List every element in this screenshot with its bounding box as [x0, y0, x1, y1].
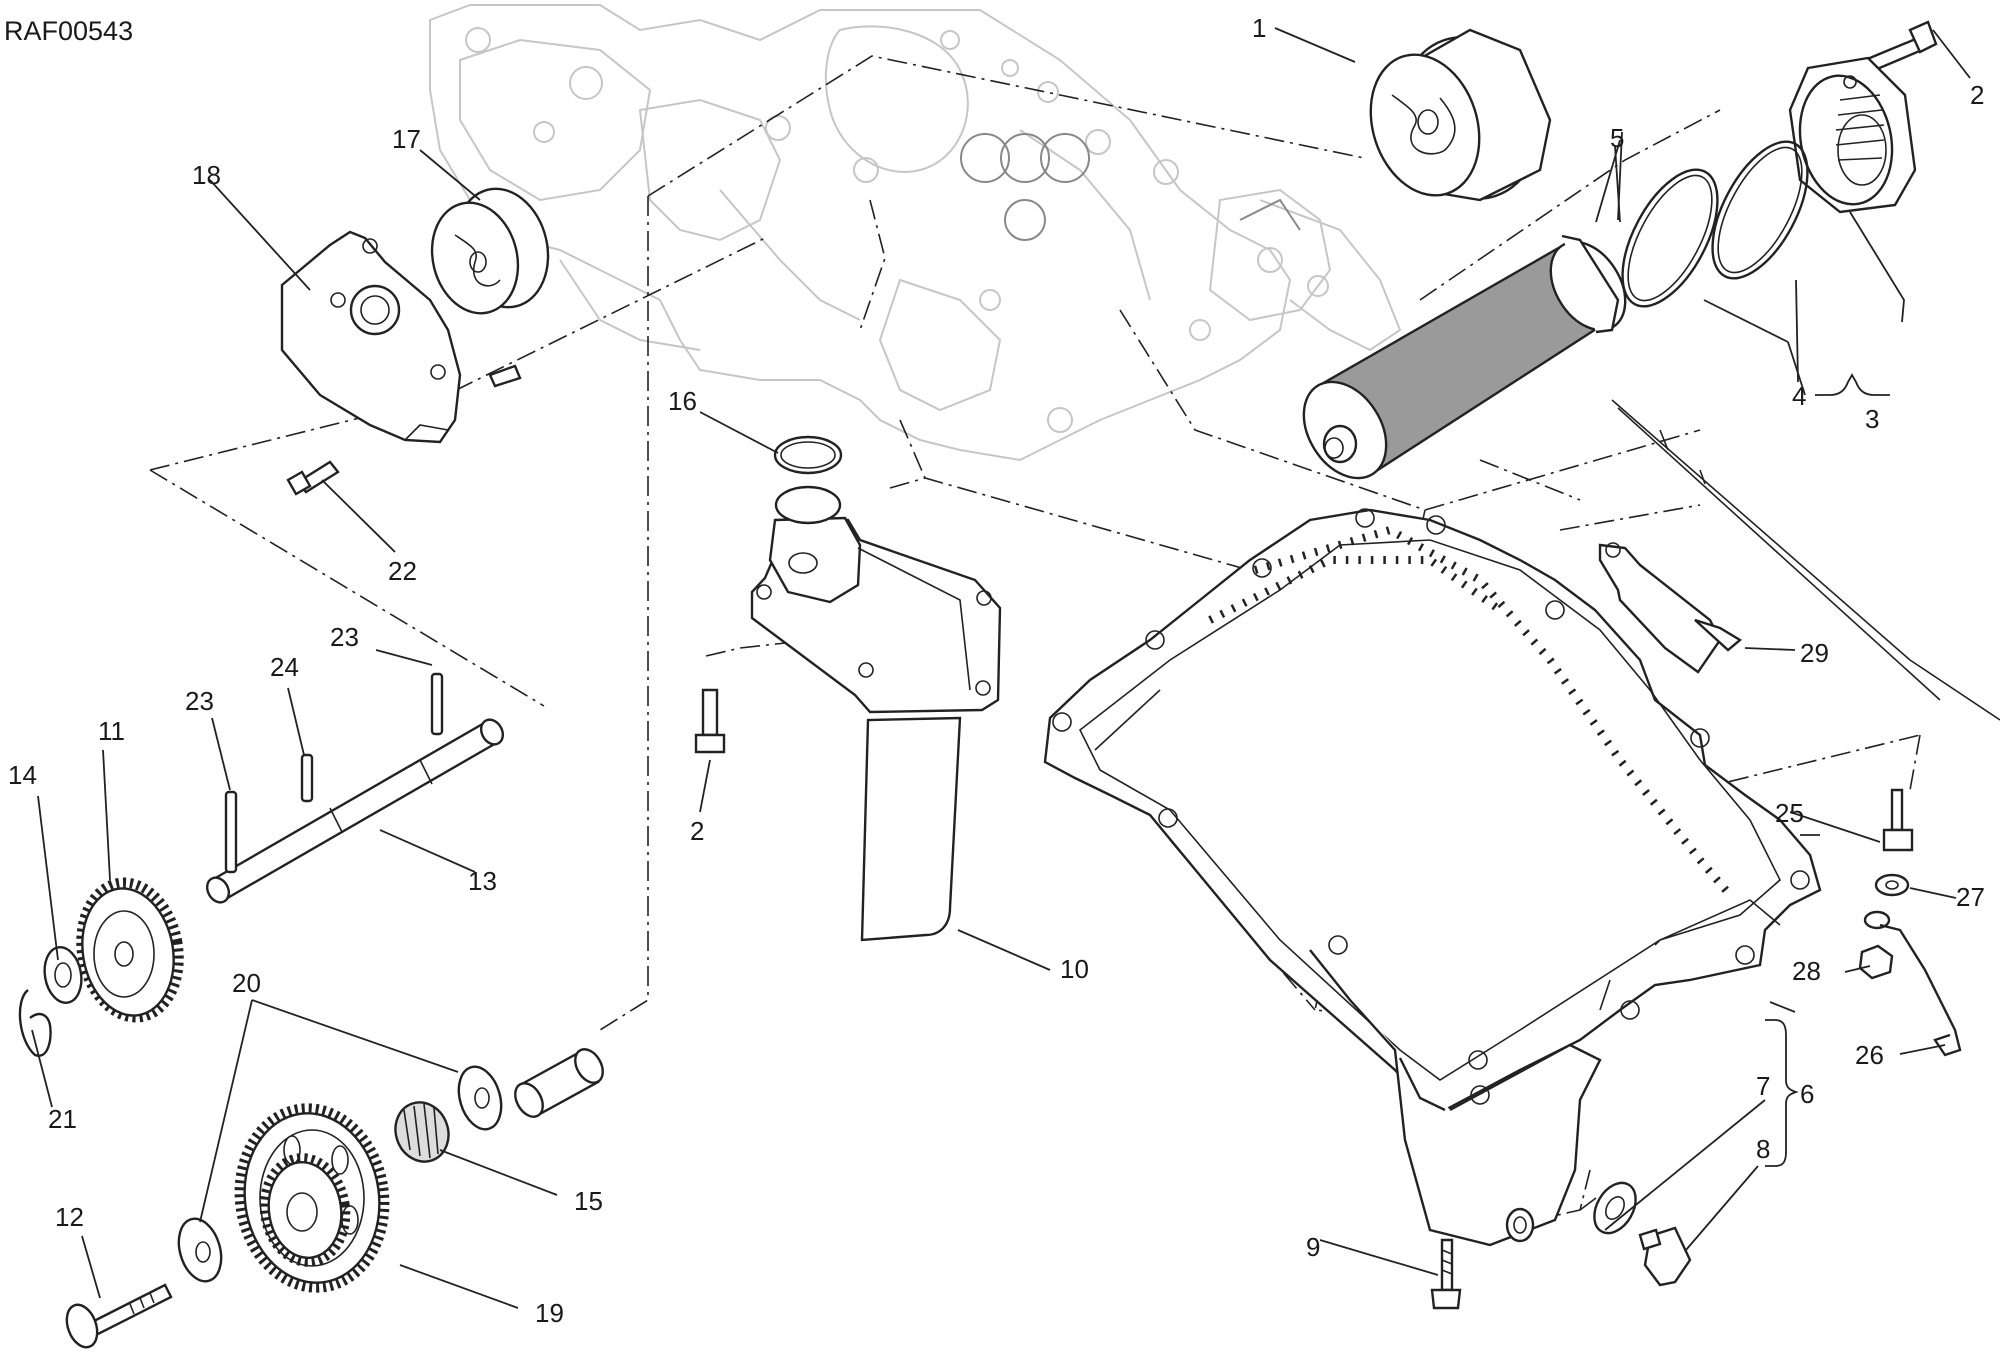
gasket-7	[1593, 1181, 1637, 1235]
bolt-9	[1430, 1238, 1462, 1310]
callout-14: 14	[8, 760, 37, 790]
callout-26: 26	[1855, 1040, 1884, 1070]
drain-plug-8	[1638, 1226, 1692, 1287]
bracket-29	[1598, 542, 1743, 674]
callout-2a: 2	[1970, 80, 1984, 110]
callout-16: 16	[668, 386, 697, 416]
callout-9: 9	[1306, 1232, 1320, 1262]
wire-26	[1863, 910, 1962, 1057]
callout-1: 1	[1252, 13, 1266, 43]
callout-8: 8	[1756, 1134, 1770, 1164]
bracket-6	[1765, 1019, 1799, 1167]
callout-13: 13	[468, 866, 497, 896]
washer-20-lower	[177, 1217, 223, 1283]
crankcase-background	[429, 4, 1402, 462]
callout-21: 21	[48, 1104, 77, 1134]
callout-19: 19	[535, 1298, 564, 1328]
drawing-code: RAF00543	[4, 16, 133, 46]
callout-22: 22	[388, 556, 417, 586]
washer-14	[43, 946, 83, 1004]
pump-rotor-upper	[1369, 28, 1552, 202]
callout-25: 25	[1775, 798, 1804, 828]
pump-rotor-left	[430, 187, 550, 315]
callout-23b: 23	[185, 686, 214, 716]
callout-23a: 23	[330, 622, 359, 652]
oil-pan	[1043, 508, 1822, 1247]
nut-28	[1858, 944, 1894, 980]
callout-labels: 1 2 5 4 3 18 17 16 22 29 23 24 23 11 14 …	[8, 13, 1985, 1328]
callout-27: 27	[1956, 882, 1985, 912]
callout-24: 24	[270, 652, 299, 682]
callout-5: 5	[1610, 123, 1624, 153]
screw-22	[286, 460, 340, 496]
leader-lines	[31, 27, 1971, 1309]
dipstick-tube	[1611, 399, 2000, 721]
assembly-centerlines	[149, 55, 1921, 1236]
oil-filter-cartridge	[1302, 234, 1627, 480]
dowel-pin	[488, 364, 522, 388]
screw-top-right	[1863, 20, 1938, 74]
pins	[224, 672, 444, 874]
idler-shaft	[205, 718, 505, 904]
washer-20-upper	[457, 1065, 503, 1131]
screw-2-lower	[694, 688, 726, 754]
callout-29: 29	[1800, 638, 1829, 668]
stud-25	[1882, 788, 1914, 852]
needle-bearing	[394, 1101, 450, 1163]
oil-pump-cover	[280, 230, 462, 444]
callout-20: 20	[232, 968, 261, 998]
callout-18: 18	[192, 160, 221, 190]
callout-12: 12	[55, 1202, 84, 1232]
callout-15: 15	[574, 1186, 603, 1216]
callout-28: 28	[1792, 956, 1821, 986]
circlip-21	[18, 989, 52, 1057]
callout-2b: 2	[690, 816, 704, 846]
oring-16	[773, 435, 843, 475]
gear-19	[234, 1103, 390, 1293]
bushing	[514, 1048, 604, 1118]
bolt-12	[65, 1283, 173, 1349]
callout-6: 6	[1800, 1079, 1814, 1109]
callout-7: 7	[1756, 1071, 1770, 1101]
callout-3: 3	[1865, 404, 1879, 434]
washer-27	[1874, 873, 1910, 897]
oil-pickup	[750, 485, 1002, 942]
gear-11	[76, 877, 184, 1023]
callout-10: 10	[1060, 954, 1089, 984]
filter-cover	[1788, 56, 1917, 214]
callout-11: 11	[98, 716, 125, 746]
o-rings	[1621, 140, 1809, 308]
callout-4: 4	[1792, 381, 1806, 411]
callout-17: 17	[392, 124, 421, 154]
